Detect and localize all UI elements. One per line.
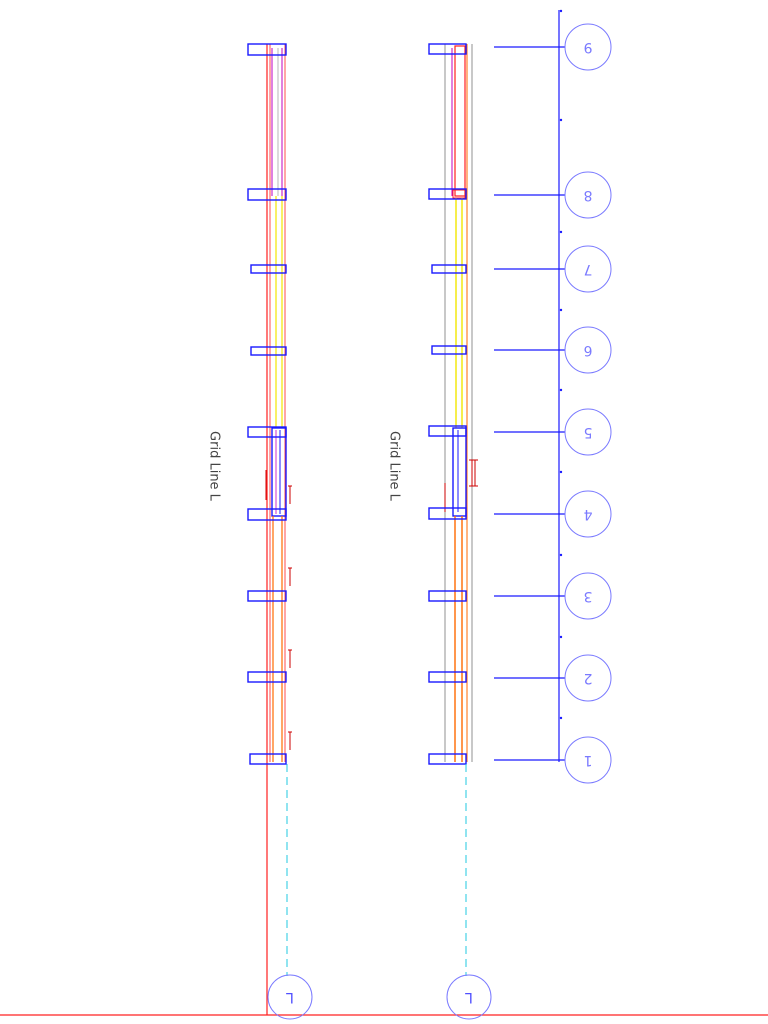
grid-bubble-l-right-text: L <box>465 989 473 1005</box>
grid-bubble-9 <box>564 23 612 71</box>
grid-bubble-2-text: 2 <box>584 670 593 686</box>
right-elevation: L Grid Line L <box>387 43 492 1020</box>
grid-bubble-l-left <box>267 974 313 1020</box>
grid-bubble-1-text: 1 <box>584 752 593 768</box>
grid-bubble-1 <box>564 736 612 784</box>
left-elevation: L Grid Line L <box>207 43 313 1020</box>
grid-bubble-5 <box>564 408 612 456</box>
grid-bubble-8-text: 8 <box>584 187 593 203</box>
grid-bubble-9-text: 9 <box>584 39 593 55</box>
grid-bubble-4-text: 4 <box>583 506 592 522</box>
grid-bubble-3 <box>564 572 612 620</box>
grid-bubble-7-text: 7 <box>584 261 593 277</box>
grid-bubble-8 <box>564 171 612 219</box>
grid-bubble-l-left-text: L <box>286 989 294 1005</box>
grid-bubble-4 <box>564 490 612 538</box>
grid-bubble-7 <box>564 245 612 293</box>
elevation-title-right: Grid Line L <box>387 431 402 502</box>
grid-bubble-l-right <box>446 974 492 1020</box>
grid-bubble-6-text: 6 <box>583 342 592 358</box>
grid-system: 9 8 7 6 5 4 3 2 1 <box>494 9 612 784</box>
grid-bubble-3-text: 3 <box>584 588 593 604</box>
grid-bubble-5-text: 5 <box>584 424 593 440</box>
grid-bubble-2 <box>564 654 612 702</box>
grid-bubble-6 <box>564 326 612 374</box>
elevation-title-left: Grid Line L <box>207 431 222 502</box>
